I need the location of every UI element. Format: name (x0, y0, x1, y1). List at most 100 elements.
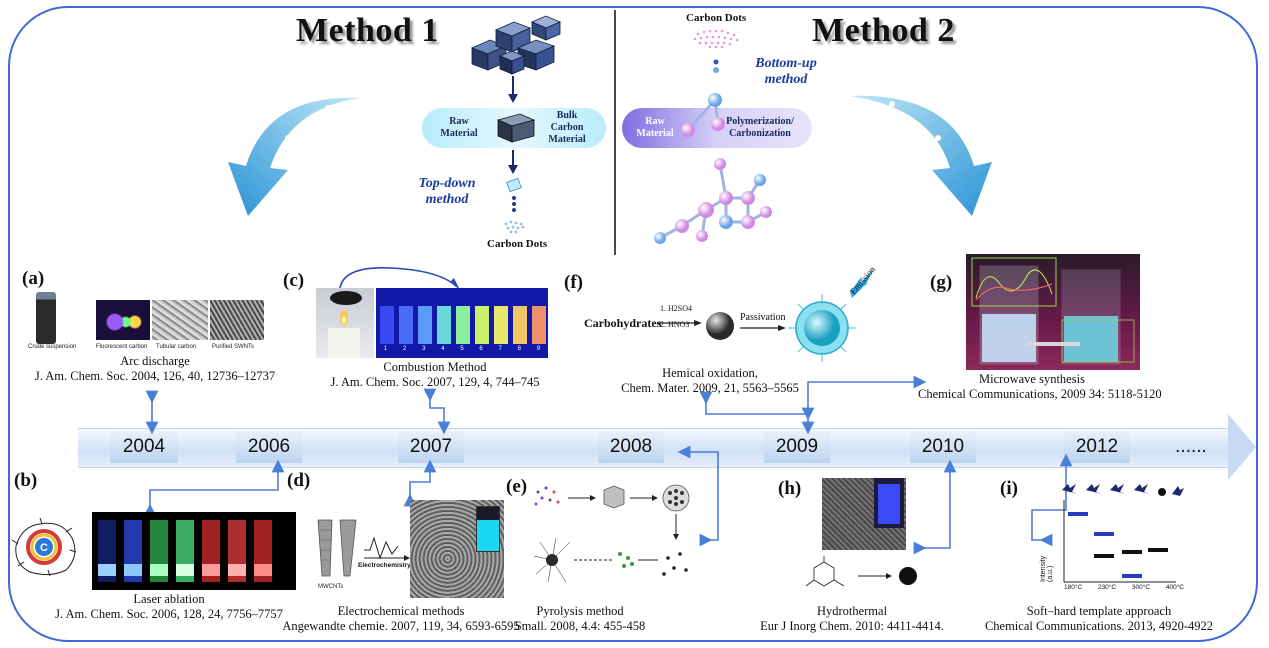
year-2008: 2008 (598, 431, 664, 463)
fragment-particles-icon (504, 177, 525, 234)
fluorescent-vial-d (476, 506, 500, 552)
carbon-particle-icon (706, 312, 734, 340)
electrochemistry-arrow-icon (364, 536, 410, 561)
tick-label: 180°C (1064, 584, 1083, 591)
method-c: Combustion Method (383, 360, 487, 374)
year-2006: 2006 (236, 431, 302, 463)
sublabel-fluorescent: Fluorescent carbon (96, 344, 148, 350)
mwcnt-label: MWCNTs (318, 584, 344, 590)
passivation-label: Passivation (740, 312, 786, 323)
caption-c: Combustion Method J. Am. Chem. Soc. 2007… (310, 360, 560, 390)
sublabel-crude: Crude suspension (28, 344, 77, 350)
vial-number: 9 (536, 346, 541, 352)
method1-title: Method 1 (296, 12, 439, 49)
microwave-beakers-image (966, 254, 1140, 370)
carbon-dots-cluster-icon (693, 29, 739, 73)
method-b: Laser ablation (133, 592, 205, 606)
panel-label-b: (b) (14, 470, 38, 491)
tick-label: 230°C (1097, 584, 1117, 591)
caption-g: Microwave synthesis Chemical Communicati… (918, 372, 1162, 402)
candle-image (316, 288, 374, 358)
vial-number: 2 (402, 346, 407, 352)
laser-ablation-vials-image (92, 512, 296, 590)
bulk-carbon-label: Bulk Carbon Material (548, 110, 586, 145)
reference-f: Chem. Mater. 2009, 21, 5563–5565 (621, 381, 799, 395)
method-d: Electrochemical methods (337, 604, 465, 618)
intensity-plot-icon (1063, 500, 1176, 583)
transfer-arrow-icon (339, 267, 460, 290)
step1-label: 1. H2SO4 (660, 304, 693, 313)
fluorescent-carbon-image (96, 300, 150, 340)
year-2010: 2010 (910, 431, 976, 463)
lightning-emission-icon (850, 268, 874, 298)
sublabel-tubular: Tubular carbon (156, 344, 197, 350)
method-f: Hemical oxidation, (662, 366, 758, 380)
purified-swnt-image (210, 300, 264, 340)
vial-number: 8 (517, 346, 521, 352)
method1-curved-arrow-icon (228, 97, 360, 216)
pyrolysis-scheme-icon (533, 484, 690, 583)
year-2007: 2007 (398, 431, 464, 463)
caption-d: Electrochemical methods Angewandte chemi… (276, 604, 526, 634)
year-ellipsis: ...... (1175, 436, 1207, 457)
mwcnt-tubes-icon (317, 519, 357, 577)
panel-label-a: (a) (22, 268, 45, 289)
reference-a: J. Am. Chem. Soc. 2004, 126, 40, 12736–1… (34, 369, 276, 383)
method2-curved-arrow-icon (850, 95, 992, 216)
vial-number: 6 (479, 346, 483, 352)
reference-i: Chemical Communications. 2013, 4920-4922 (984, 619, 1214, 633)
vial-number: 3 (422, 346, 426, 352)
panel-label-c: (c) (283, 270, 305, 291)
bulk-carbon-cubes-icon (470, 15, 562, 75)
reaction-conditions: 1. H2SO4 2. HNO3 (660, 304, 692, 330)
method-e: Pyrolysis method (536, 604, 624, 618)
carbohydrates-label: Carbohydrates (584, 316, 662, 330)
tubular-carbon-image (152, 300, 208, 340)
polymerization-label: Polymerization/ Carbonization (726, 116, 794, 139)
bulk-carbon-block-icon (496, 113, 536, 143)
raw-material-label-2: Raw Material (636, 116, 674, 139)
reference-h: Eur J Inorg Chem. 2010: 4411-4414. (760, 619, 944, 633)
tick-label: 400°C (1165, 584, 1184, 591)
tem-image-d (410, 500, 504, 598)
fluorescence-h (878, 484, 900, 524)
method-divider (614, 10, 616, 255)
reaction-arrow-1 (658, 320, 702, 326)
temperature-ticks: 180°C 230°C 300°C 400°C (1064, 584, 1184, 591)
method-i: Soft–hard template approach (1026, 604, 1172, 618)
vial-number: 5 (460, 346, 464, 352)
reaction-arrow-2 (740, 325, 786, 331)
year-2012: 2012 (1064, 431, 1130, 463)
caption-b: Laser ablation J. Am. Chem. Soc. 2006, 1… (44, 592, 294, 622)
hydrothermal-scheme-icon (805, 556, 917, 587)
reference-g: Chemical Communications, 2009 34: 5118-5… (918, 387, 1162, 401)
panel-label-f: (f) (564, 272, 583, 293)
reference-e: Small. 2008, 4.4: 455-458 (514, 619, 646, 633)
method-g: Microwave synthesis (979, 372, 1085, 386)
panel-label-h: (h) (778, 478, 802, 499)
down-arrow-1 (508, 76, 518, 103)
tem-image-h (822, 478, 906, 550)
top-down-label: Top-down method (418, 176, 476, 207)
method-h: Hydrothermal (816, 604, 888, 618)
timeline-arrowhead (1228, 414, 1256, 480)
molecule-structure-icon (654, 93, 772, 244)
method1-product-label: Carbon Dots (487, 238, 548, 250)
reference-d: Angewandte chemie. 2007, 119, 34, 6593-6… (282, 619, 520, 633)
vial-number: 7 (498, 346, 502, 352)
passivated-dot-icon (788, 294, 856, 362)
method2-title: Method 2 (812, 12, 955, 49)
method-a: Arc discharge (120, 354, 190, 368)
raw-material-label: Raw Material (440, 116, 478, 139)
electrochemistry-label: Electrochemistry (358, 562, 411, 569)
panel-label-g: (g) (930, 272, 953, 293)
reference-b: J. Am. Chem. Soc. 2006, 128, 24, 7756–77… (55, 607, 283, 621)
tick-label: 300°C (1131, 584, 1151, 591)
panel-label-e: (e) (506, 476, 528, 497)
bottom-up-label: Bottom-up method (755, 56, 817, 87)
sublabel-swnt: Purified SWNTs (212, 344, 255, 350)
step2-label: 2. HNO3 (660, 320, 690, 329)
